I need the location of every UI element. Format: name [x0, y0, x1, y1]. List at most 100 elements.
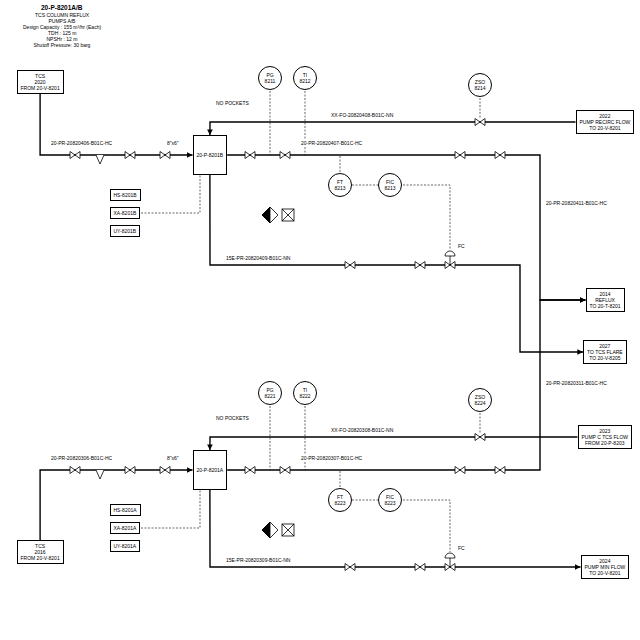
annotation-label: XX-FO-20820408-B01C-NN	[330, 112, 394, 118]
gate-valve	[160, 467, 170, 474]
node-text: FROM 20-V-8201	[21, 85, 60, 91]
node-text: 8213	[334, 185, 345, 191]
instrument-bubble: PG8221	[258, 381, 282, 405]
gate-valve	[280, 152, 290, 159]
leader-line	[480, 413, 481, 433]
node-text: ZSO	[475, 394, 485, 400]
gate-valve	[455, 467, 465, 474]
instrument-bubble: PG8211	[258, 66, 282, 90]
gate-valve	[495, 152, 505, 159]
off-page-connector: 2022PUMP RECIRC FLOWTO 20-V-8201	[576, 110, 635, 134]
pump-box: 20-P-8201B	[193, 135, 228, 175]
interlock-box: HS-8201A	[110, 504, 141, 516]
node-text: UY-8201A	[114, 543, 137, 549]
pump-box: 20-P-8201A	[193, 450, 228, 490]
instrument-bubble: TI8212	[293, 66, 317, 90]
node-text: TCS	[21, 73, 60, 79]
node-text: TI	[303, 72, 307, 78]
instrument-bubble: FIC8213	[378, 173, 402, 197]
node-text: 8223	[384, 500, 395, 506]
node-text: FT	[337, 179, 343, 185]
leader-line	[270, 406, 271, 470]
node-text: REFLUX	[590, 297, 621, 303]
node-text: PUMP C TCS FLOW	[582, 434, 629, 440]
node-text: 2024	[585, 558, 626, 564]
node-text: 8212	[299, 78, 310, 84]
node-text: 8223	[334, 500, 345, 506]
leader-line	[141, 175, 200, 213]
node-text: PUMP MIN FLOW	[585, 564, 626, 570]
annotation-label: NO POCKETS	[215, 100, 250, 106]
node-text: UY-8201B	[114, 228, 137, 234]
interlock-box: UY-8201A	[110, 540, 141, 552]
valves	[70, 119, 505, 571]
leader-line	[480, 98, 481, 118]
node-text: 2014	[590, 291, 621, 297]
node-text: FIC	[386, 179, 394, 185]
node-text: TO 20-V-8201	[585, 570, 626, 576]
instrument-bubble: ZSO8214	[468, 73, 492, 97]
control-valve	[445, 553, 455, 571]
diamond-symbol	[262, 522, 278, 538]
annotation-label: FC	[457, 243, 466, 249]
process-line	[210, 437, 578, 450]
gate-valve	[125, 467, 135, 474]
node-text: 8214	[474, 85, 485, 91]
square-cross	[282, 524, 294, 536]
annotation-label: 15E-PR-20820309-B01C-NN	[225, 557, 291, 563]
node-text: 20-P-8201B	[197, 152, 224, 158]
node-text: 8211	[265, 78, 276, 84]
node-text: TO 20-T-8201	[590, 303, 621, 309]
off-page-connector: TCS2020FROM 20-V-8201	[17, 70, 64, 94]
off-page-connector: TCS2016FROM 20-V-8201	[17, 540, 64, 564]
process-line	[40, 94, 192, 155]
gate-valve	[280, 467, 290, 474]
interlock-square	[282, 524, 294, 536]
gate-valve	[495, 467, 505, 474]
signal-line	[352, 185, 378, 186]
node-text: FROM 20-V-8201	[21, 555, 60, 561]
annotation-label: FC	[457, 545, 466, 551]
node-text: TCS	[21, 543, 60, 549]
node-text: 2027	[587, 343, 623, 349]
node-text: TO 20-V-8205	[587, 355, 623, 361]
off-page-connector: 2023PUMP C TCS FLOWFROM 20-P-8203	[578, 425, 633, 449]
node-text: XA-8201A	[114, 525, 137, 531]
annotation-label: Shutoff Pressure: 30 barg	[33, 42, 92, 48]
node-text: 8221	[264, 393, 275, 399]
control-valve	[445, 251, 455, 269]
interlock-box: XA-8201B	[110, 207, 141, 219]
gate-valve	[475, 434, 485, 441]
interlock-box: UY-8201B	[110, 225, 141, 237]
gate-valve	[160, 152, 170, 159]
annotation-label: 8"x6"	[166, 140, 180, 146]
interlock-square	[282, 209, 294, 221]
annotation-label: 20-PR-20820311-B01C-HC	[545, 380, 608, 386]
node-text: PG	[266, 72, 273, 78]
diamond-half	[262, 522, 270, 538]
leader-line	[141, 490, 200, 528]
node-text: FT	[337, 494, 343, 500]
leader-line	[403, 185, 450, 250]
leader-line	[270, 91, 271, 155]
signal-line	[352, 500, 378, 501]
leader-line	[403, 500, 450, 552]
strainer-symbol	[96, 470, 104, 479]
gate-valve	[245, 467, 255, 474]
node-text: PUMP RECIRC FLOW	[580, 119, 631, 125]
gate-valve	[70, 467, 80, 474]
node-text: XA-8201B	[114, 210, 137, 216]
instrument-bubble: FT8223	[328, 488, 352, 512]
annotation-label: 8"x6"	[166, 455, 180, 461]
instrument-bubble: TI8222	[293, 381, 317, 405]
node-text: HS-8201B	[114, 192, 137, 198]
gate-valve	[415, 262, 425, 269]
diamond-symbol	[262, 207, 278, 223]
instrument-bubble: FT8213	[328, 173, 352, 197]
node-text: ZSO	[475, 79, 485, 85]
off-page-connector: 2014REFLUXTO 20-T-8201	[586, 288, 625, 312]
annotation-label: 15E-PR-20820409-B01C-NN	[225, 255, 291, 261]
gate-valve	[475, 119, 485, 126]
